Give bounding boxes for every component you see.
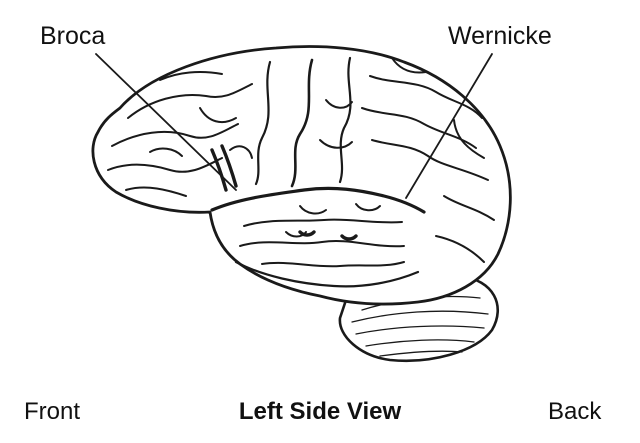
frontal-lobe-gyri (107, 71, 253, 197)
view-title: Left Side View (238, 398, 402, 425)
cerebrum-outline (91, 45, 512, 306)
wernicke-label: Wernicke (448, 22, 552, 50)
temporal-lobe-gyri (239, 203, 405, 268)
back-orientation-label: Back (548, 398, 602, 425)
front-orientation-label: Front (24, 398, 81, 425)
central-sulcus (290, 58, 314, 188)
broca-leader-line (95, 53, 237, 191)
insula-folds (210, 144, 358, 241)
parietal-occipital-gyri (319, 57, 495, 263)
wernicke-leader-line (405, 53, 493, 199)
temporal-lobe-edge (234, 260, 420, 288)
lateral-fissure (210, 186, 426, 214)
postcentral-sulcus (338, 56, 352, 184)
broca-label: Broca (40, 22, 106, 50)
precentral-sulcus (254, 60, 272, 186)
